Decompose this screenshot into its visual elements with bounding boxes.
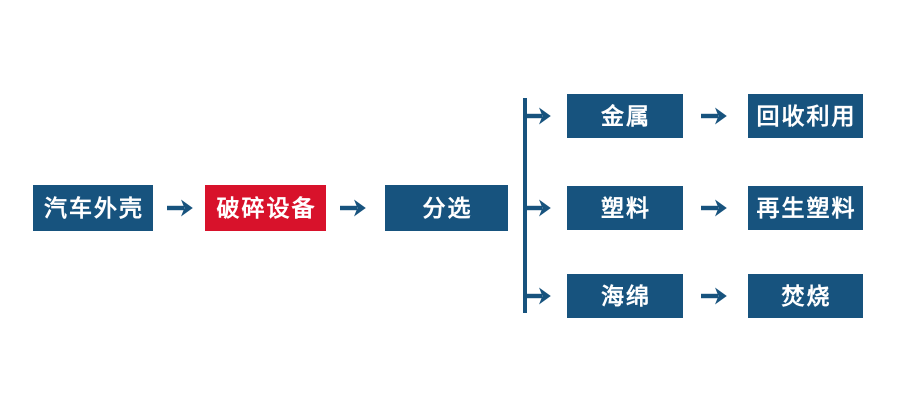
node-sorting: 分选 xyxy=(385,185,508,231)
node-sponge: 海绵 xyxy=(567,274,683,318)
node-incineration: 焚烧 xyxy=(748,274,863,318)
branch-arrow-icon xyxy=(525,107,551,125)
branch-arrow-icon xyxy=(525,287,551,305)
node-recycle-reuse: 回收利用 xyxy=(748,94,863,138)
flow-arrow-icon xyxy=(167,199,193,217)
node-recycled-plastic: 再生塑料 xyxy=(748,186,863,230)
node-car-shell: 汽车外壳 xyxy=(33,185,153,231)
node-crusher: 破碎设备 xyxy=(205,185,326,231)
node-metal: 金属 xyxy=(567,94,683,138)
branch-trunk-line xyxy=(523,98,527,313)
flow-arrow-icon xyxy=(701,287,727,305)
flow-arrow-icon xyxy=(340,199,366,217)
flow-arrow-icon xyxy=(701,199,727,217)
branch-arrow-icon xyxy=(525,199,551,217)
flow-arrow-icon xyxy=(701,107,727,125)
node-plastic: 塑料 xyxy=(567,186,683,230)
